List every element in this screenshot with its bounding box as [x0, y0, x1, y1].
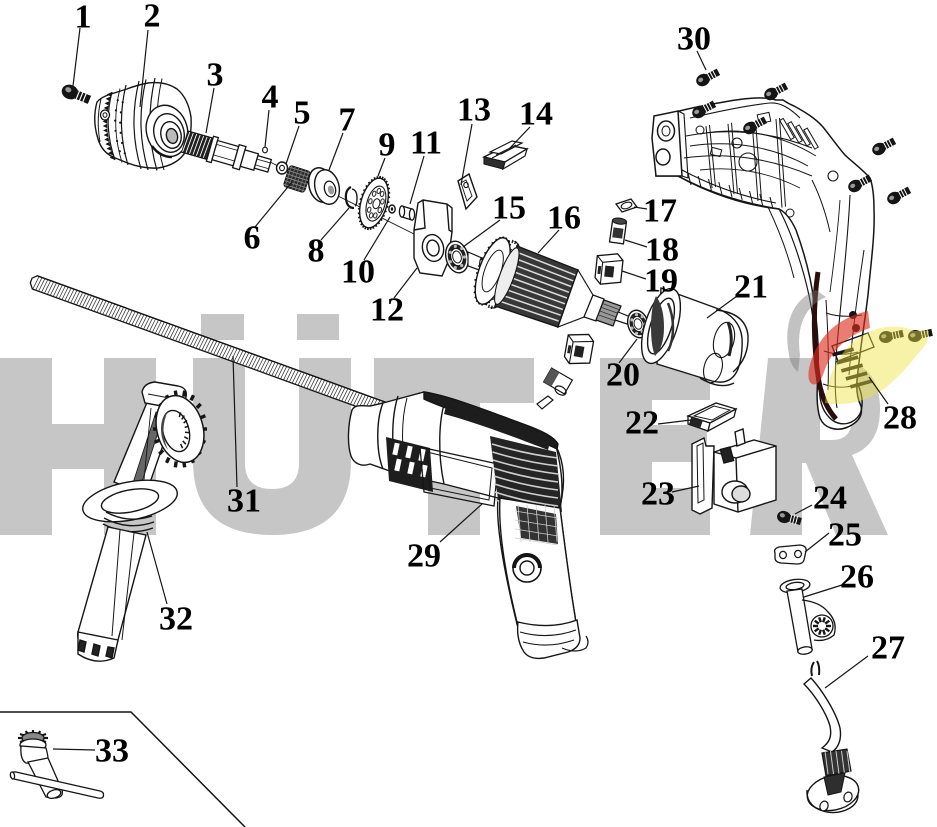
svg-text:28: 28 — [883, 400, 917, 437]
svg-text:20: 20 — [606, 357, 640, 394]
svg-text:10: 10 — [341, 254, 375, 291]
svg-text:29: 29 — [407, 538, 441, 575]
svg-text:14: 14 — [519, 96, 553, 133]
svg-text:23: 23 — [641, 476, 675, 513]
svg-text:3: 3 — [207, 57, 224, 94]
svg-text:32: 32 — [159, 601, 193, 638]
svg-text:26: 26 — [840, 559, 874, 596]
svg-text:15: 15 — [492, 190, 526, 227]
svg-text:25: 25 — [828, 517, 862, 554]
svg-text:22: 22 — [625, 405, 659, 442]
svg-text:11: 11 — [410, 125, 442, 162]
svg-text:17: 17 — [643, 193, 677, 230]
svg-text:12: 12 — [370, 292, 404, 329]
svg-text:13: 13 — [457, 92, 491, 129]
svg-text:4: 4 — [262, 79, 279, 116]
svg-text:21: 21 — [734, 269, 768, 306]
svg-text:19: 19 — [644, 263, 678, 300]
svg-text:31: 31 — [227, 483, 261, 520]
svg-text:2: 2 — [144, 0, 161, 35]
svg-text:18: 18 — [645, 232, 679, 269]
svg-text:7: 7 — [339, 102, 356, 139]
svg-text:8: 8 — [308, 233, 325, 270]
svg-text:30: 30 — [677, 21, 711, 58]
svg-text:5: 5 — [294, 95, 311, 132]
svg-text:24: 24 — [813, 480, 847, 517]
svg-text:33: 33 — [95, 733, 129, 770]
svg-text:9: 9 — [379, 127, 396, 164]
svg-text:16: 16 — [547, 200, 581, 237]
svg-text:6: 6 — [244, 220, 261, 257]
svg-text:27: 27 — [871, 630, 905, 667]
svg-text:1: 1 — [75, 0, 92, 36]
